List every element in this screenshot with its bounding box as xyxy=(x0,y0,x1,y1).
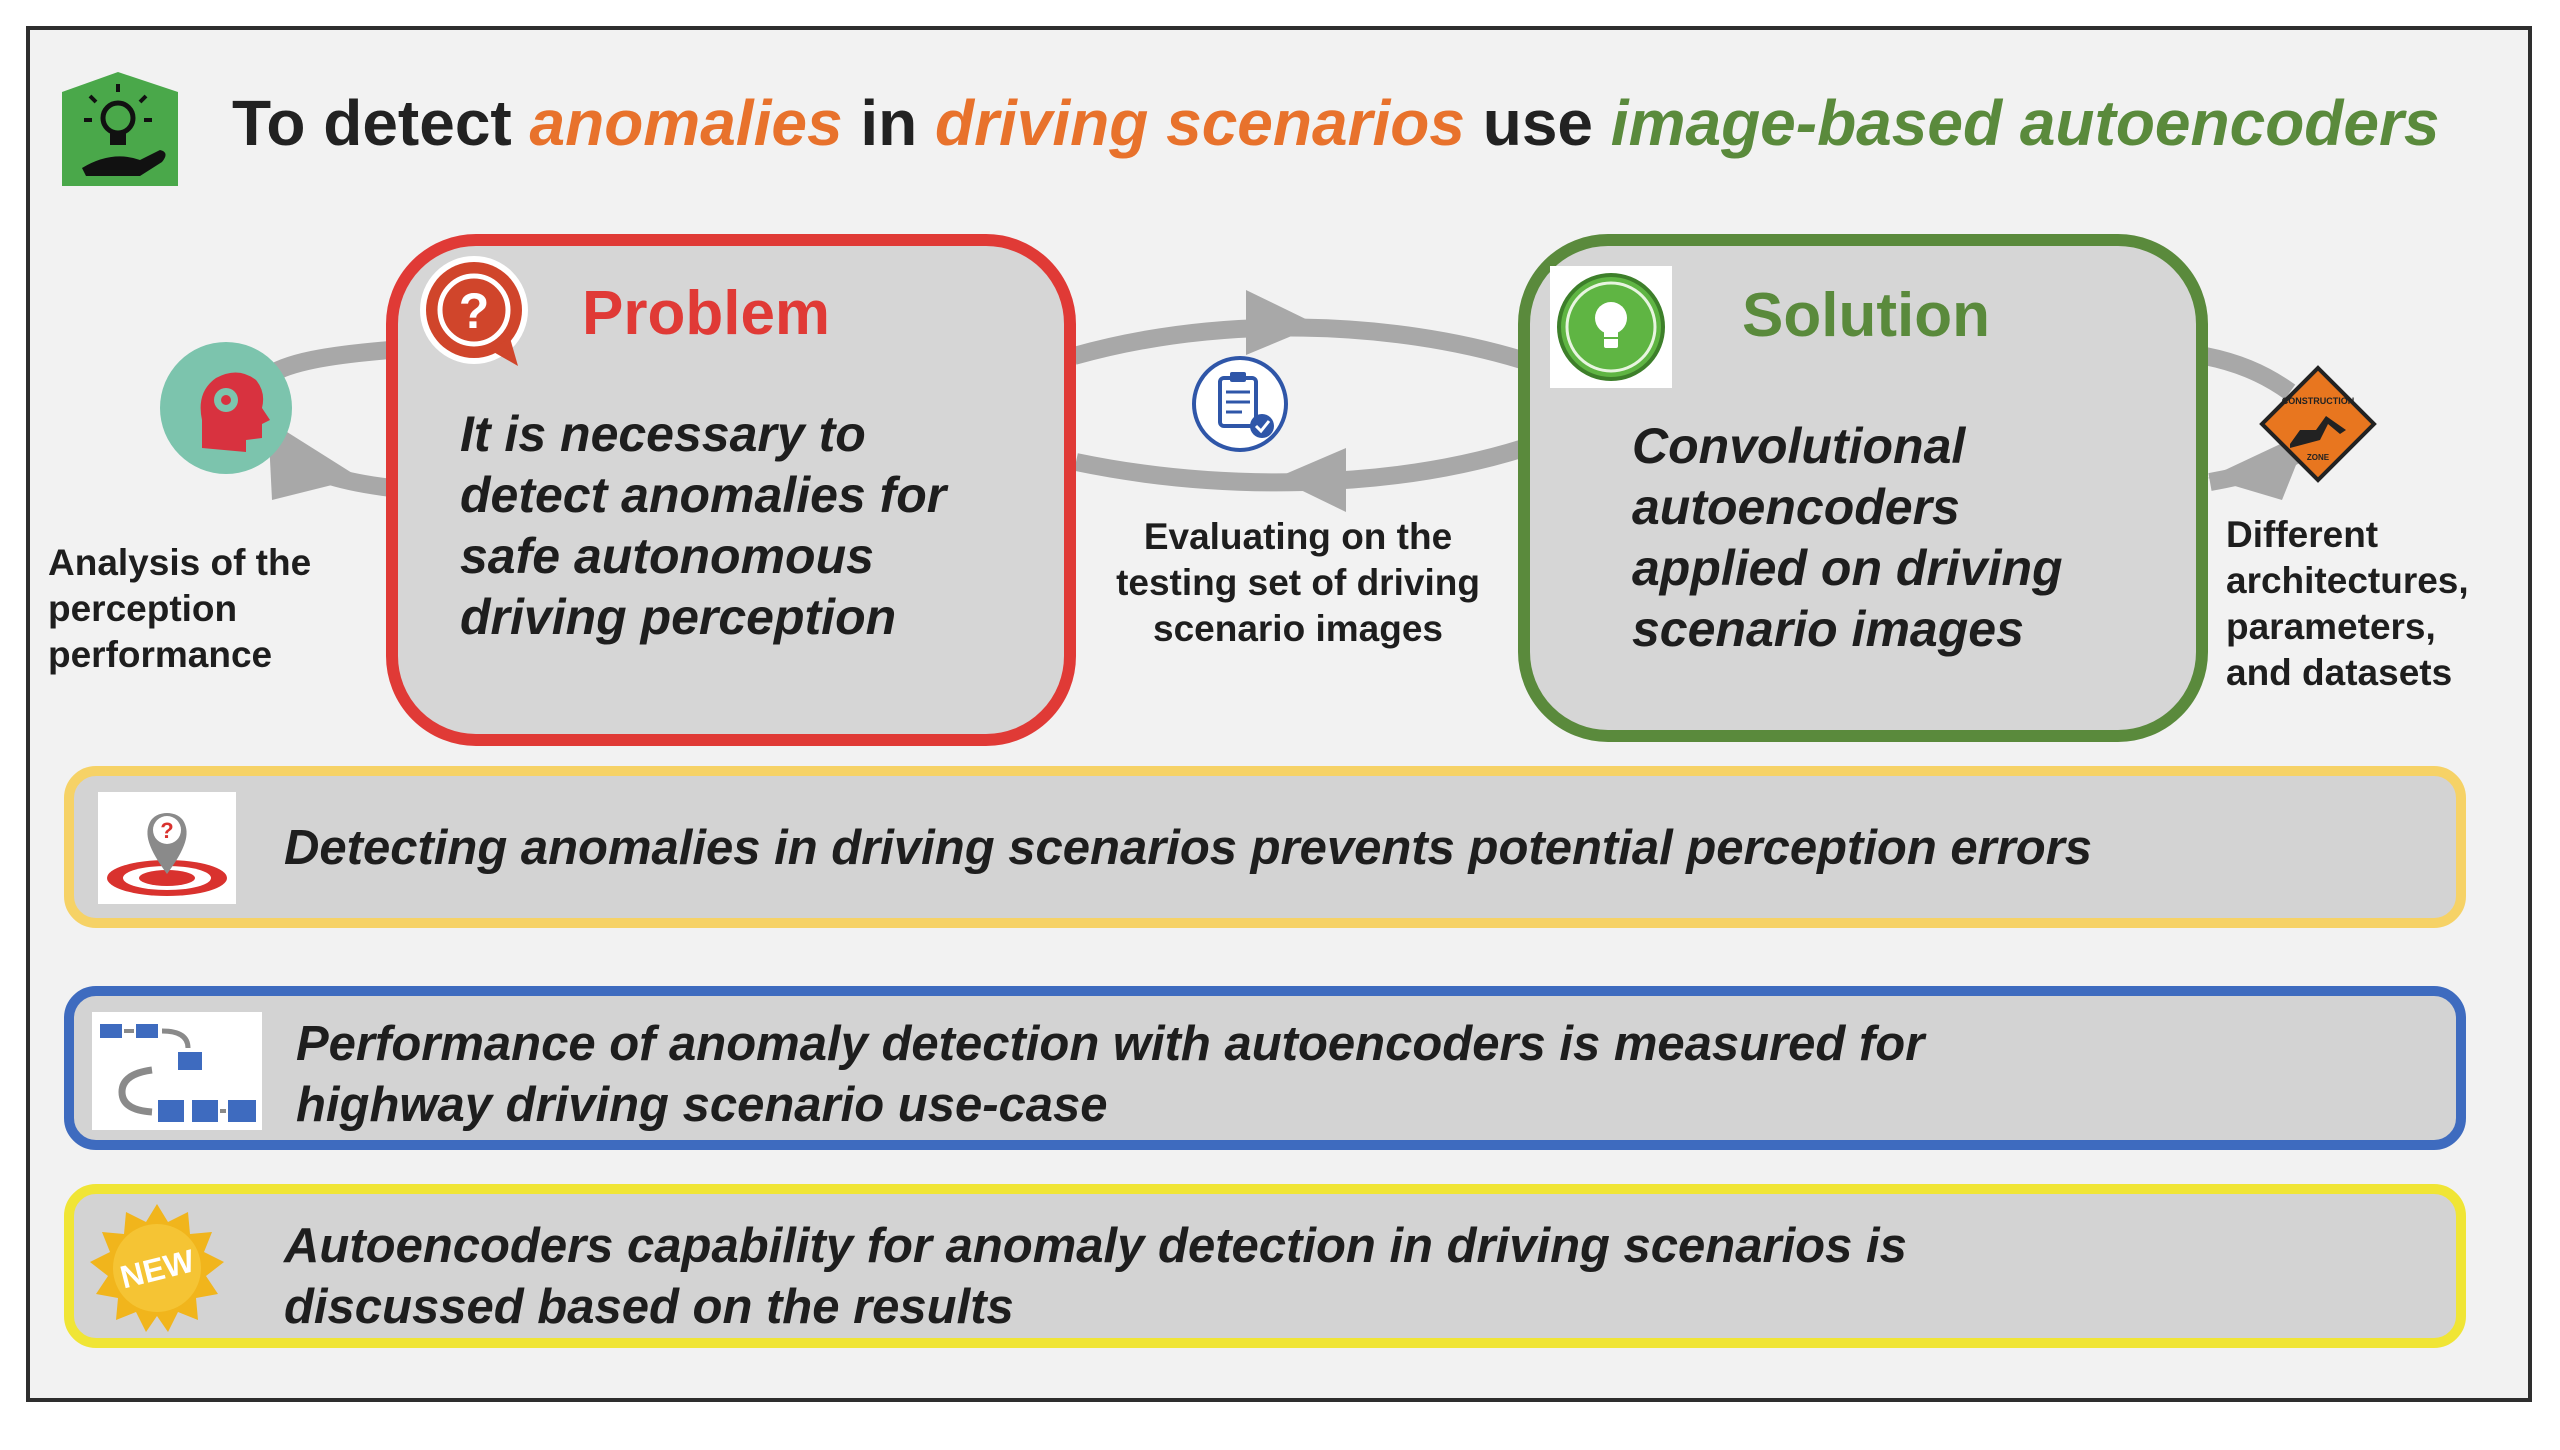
solution-text: Convolutional autoencoders applied on dr… xyxy=(1632,416,2063,660)
construction-sign-bottom-text: ZONE xyxy=(2307,453,2330,462)
band-line: discussed based on the results xyxy=(284,1280,1014,1334)
caption-line: testing set of driving xyxy=(1116,562,1480,603)
title-part: anomalies xyxy=(529,87,843,159)
band-detecting xyxy=(64,766,2466,928)
page-title: To detect anomalies in driving scenarios… xyxy=(232,86,2439,160)
caption-middle: Evaluating on the testing set of driving… xyxy=(1096,514,1500,652)
band-detecting-text: Detecting anomalies in driving scenarios… xyxy=(284,818,2092,879)
middle-loop-bottom-arrowhead xyxy=(1276,448,1346,512)
title-part: To detect xyxy=(232,87,530,159)
band-performance-text: Performance of anomaly detection with au… xyxy=(296,1014,1924,1136)
band-capability-text: Autoencoders capability for anomaly dete… xyxy=(284,1216,1907,1338)
caption-left: Analysis of the perception performance xyxy=(48,540,311,678)
title-part: driving scenarios xyxy=(934,87,1465,159)
head-gears-icon xyxy=(160,342,292,474)
title-part: use xyxy=(1464,87,1611,159)
caption-line: Analysis of the xyxy=(48,542,312,583)
new-badge-icon: NEW xyxy=(90,1204,224,1332)
solution-line: Convolutional xyxy=(1632,418,1966,474)
title-part: in xyxy=(842,87,935,159)
target-pin-icon: ? xyxy=(98,792,236,904)
lightbulb-hand-icon xyxy=(62,72,178,186)
problem-text: It is necessary to detect anomalies for … xyxy=(460,404,946,648)
construction-sign-icon: CONSTRUCTION ZONE xyxy=(2259,365,2377,483)
title-part: image-based autoencoders xyxy=(1610,87,2440,159)
band-line: Autoencoders capability for anomaly dete… xyxy=(284,1219,1907,1273)
band-capability xyxy=(64,1184,2466,1348)
question-bubble-icon: ? xyxy=(420,256,528,366)
caption-line: perception xyxy=(48,588,238,629)
problem-heading: Problem xyxy=(582,279,831,348)
caption-line: architectures, xyxy=(2226,560,2469,601)
caption-line: performance xyxy=(48,634,273,675)
problem-line: driving perception xyxy=(460,589,897,645)
solution-line: autoencoders xyxy=(1632,479,1960,535)
right-loop-top-arc xyxy=(2203,347,2296,400)
construction-sign-top-text: CONSTRUCTION xyxy=(2282,396,2355,406)
caption-line: Evaluating on the xyxy=(1143,516,1453,557)
svg-text:?: ? xyxy=(459,283,490,339)
svg-text:?: ? xyxy=(160,818,173,843)
band-line: Performance of anomaly detection with au… xyxy=(296,1017,1925,1071)
band-line: Detecting anomalies in driving scenarios… xyxy=(284,821,2093,875)
caption-right: Different architectures, parameters, and… xyxy=(2226,512,2469,696)
lightbulb-icon xyxy=(1550,266,1672,388)
solution-line: applied on driving xyxy=(1632,540,2063,596)
caption-line: scenario images xyxy=(1153,608,1443,649)
caption-line: parameters, xyxy=(2226,606,2436,647)
band-performance xyxy=(64,986,2466,1150)
solution-line: scenario images xyxy=(1632,601,2024,657)
left-loop-arrowhead xyxy=(268,420,360,500)
caption-line: and datasets xyxy=(2226,652,2453,693)
caption-line: Different xyxy=(2226,514,2379,555)
band-line: highway driving scenario use-case xyxy=(296,1078,1108,1132)
problem-line: safe autonomous xyxy=(460,528,874,584)
middle-loop-top-arrowhead xyxy=(1246,290,1318,355)
flowchart-icon xyxy=(92,1012,262,1130)
solution-heading: Solution xyxy=(1742,281,1990,350)
clipboard-check-icon xyxy=(1192,356,1288,452)
left-loop-top-arc xyxy=(259,341,391,386)
problem-line: detect anomalies for xyxy=(460,467,947,523)
problem-line: It is necessary to xyxy=(460,406,866,462)
